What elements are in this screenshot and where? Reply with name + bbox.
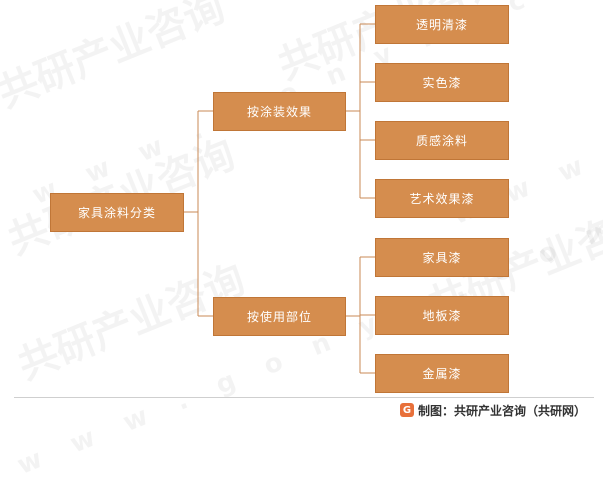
footer-text: 制图：共研产业咨询（共研网） [418,403,587,418]
footer-credit: G 制图：共研产业咨询（共研网） [400,401,586,419]
footer-divider [14,397,594,398]
leaf-node: 家具漆 [375,238,509,277]
group-node-usage-part: 按使用部位 [213,297,346,336]
leaf-node: 实色漆 [375,63,509,102]
leaf-node: 艺术效果漆 [375,179,509,218]
leaf-node: 地板漆 [375,296,509,335]
root-node: 家具涂料分类 [50,193,184,232]
leaf-node: 金属漆 [375,354,509,393]
leaf-node: 质感涂料 [375,121,509,160]
leaf-node: 透明清漆 [375,5,509,44]
gonyn-logo-icon: G [400,403,414,417]
connector-lines [184,23,375,374]
group-node-coating-effect: 按涂装效果 [213,92,346,131]
